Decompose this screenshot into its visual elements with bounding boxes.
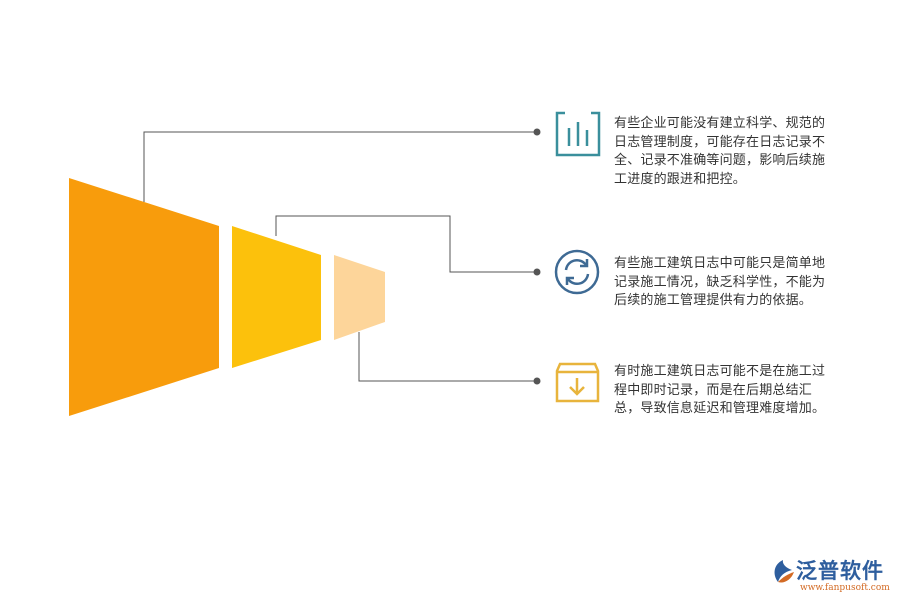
connector-line-1 xyxy=(143,131,537,202)
connector-line-2 xyxy=(275,215,537,273)
bar-chart-icon xyxy=(555,111,601,157)
item-text-1: 有些企业可能没有建立科学、规范的日志管理制度，可能存在日志记录不全、记录不准确等… xyxy=(614,116,826,187)
brand-name: 泛普软件 xyxy=(796,559,884,583)
connector-dot-3 xyxy=(533,377,541,385)
item-text-2: 有些施工建筑日志中可能只是简单地记录施工情况，缺乏科学性，不能为后续的施工管理提… xyxy=(614,256,826,308)
brand-url: www.fanpusoft.com xyxy=(800,583,890,593)
connector-dot-1 xyxy=(533,128,541,136)
funnel-segment-large xyxy=(69,178,219,416)
connector-dot-2 xyxy=(533,268,541,276)
funnel-segment-small xyxy=(334,255,385,340)
download-box-icon xyxy=(555,362,600,403)
brand-logo-icon xyxy=(774,560,794,583)
brand-watermark: 泛普软件 www.fanpusoft.com xyxy=(770,555,895,595)
funnel-segment-medium xyxy=(232,226,321,368)
connector-line-3 xyxy=(358,332,537,382)
item-text-3: 有时施工建筑日志可能不是在施工过程中即时记录，而是在后期总结汇总，导致信息延迟和… xyxy=(614,364,826,416)
refresh-icon xyxy=(554,249,600,295)
